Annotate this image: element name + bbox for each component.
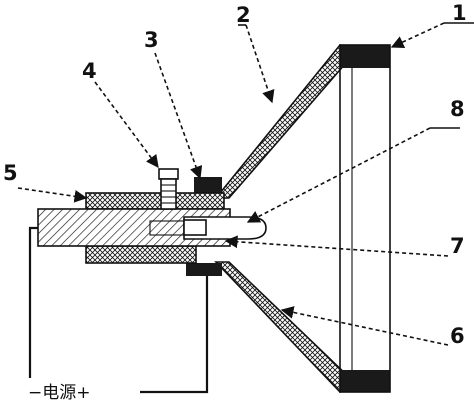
power-plus-sign: + [76,383,90,403]
cone-wall-lower [214,261,354,394]
power-minus-sign: − [28,383,42,403]
label-part-3: 3 [144,28,159,52]
lens-window [339,44,391,393]
leader-4 [94,81,159,169]
set-screw-shank [160,178,177,210]
set-screw-head [158,168,179,180]
power-supply-text: 电源 [42,383,76,403]
leader-7 [224,235,449,257]
label-part-4: 4 [82,59,97,83]
leader-3 [154,52,203,180]
cone-wall-upper [214,43,354,199]
leader-8 [246,127,431,223]
label-part-8: 8 [450,97,465,121]
label-part-2: 2 [236,3,251,27]
label-part-1: 1 [452,1,467,25]
label-part-5: 5 [3,161,18,185]
wire-positive [140,276,209,394]
label-part-7: 7 [450,234,465,258]
sleeve-upper [85,192,225,210]
sleeve-lower [85,245,197,264]
leader-5 [17,187,88,203]
upper-ring [194,177,222,193]
lens-top-cap [340,45,390,68]
leader-6 [280,306,449,346]
leader-2 [245,24,275,104]
wire-negative [28,226,38,378]
leader-1 [390,22,445,48]
lower-ring [186,263,222,276]
tip-insert [183,219,207,236]
power-supply-label: −电源+ [28,383,91,403]
label-part-6: 6 [450,324,465,348]
lens-bottom-cap [340,370,390,392]
